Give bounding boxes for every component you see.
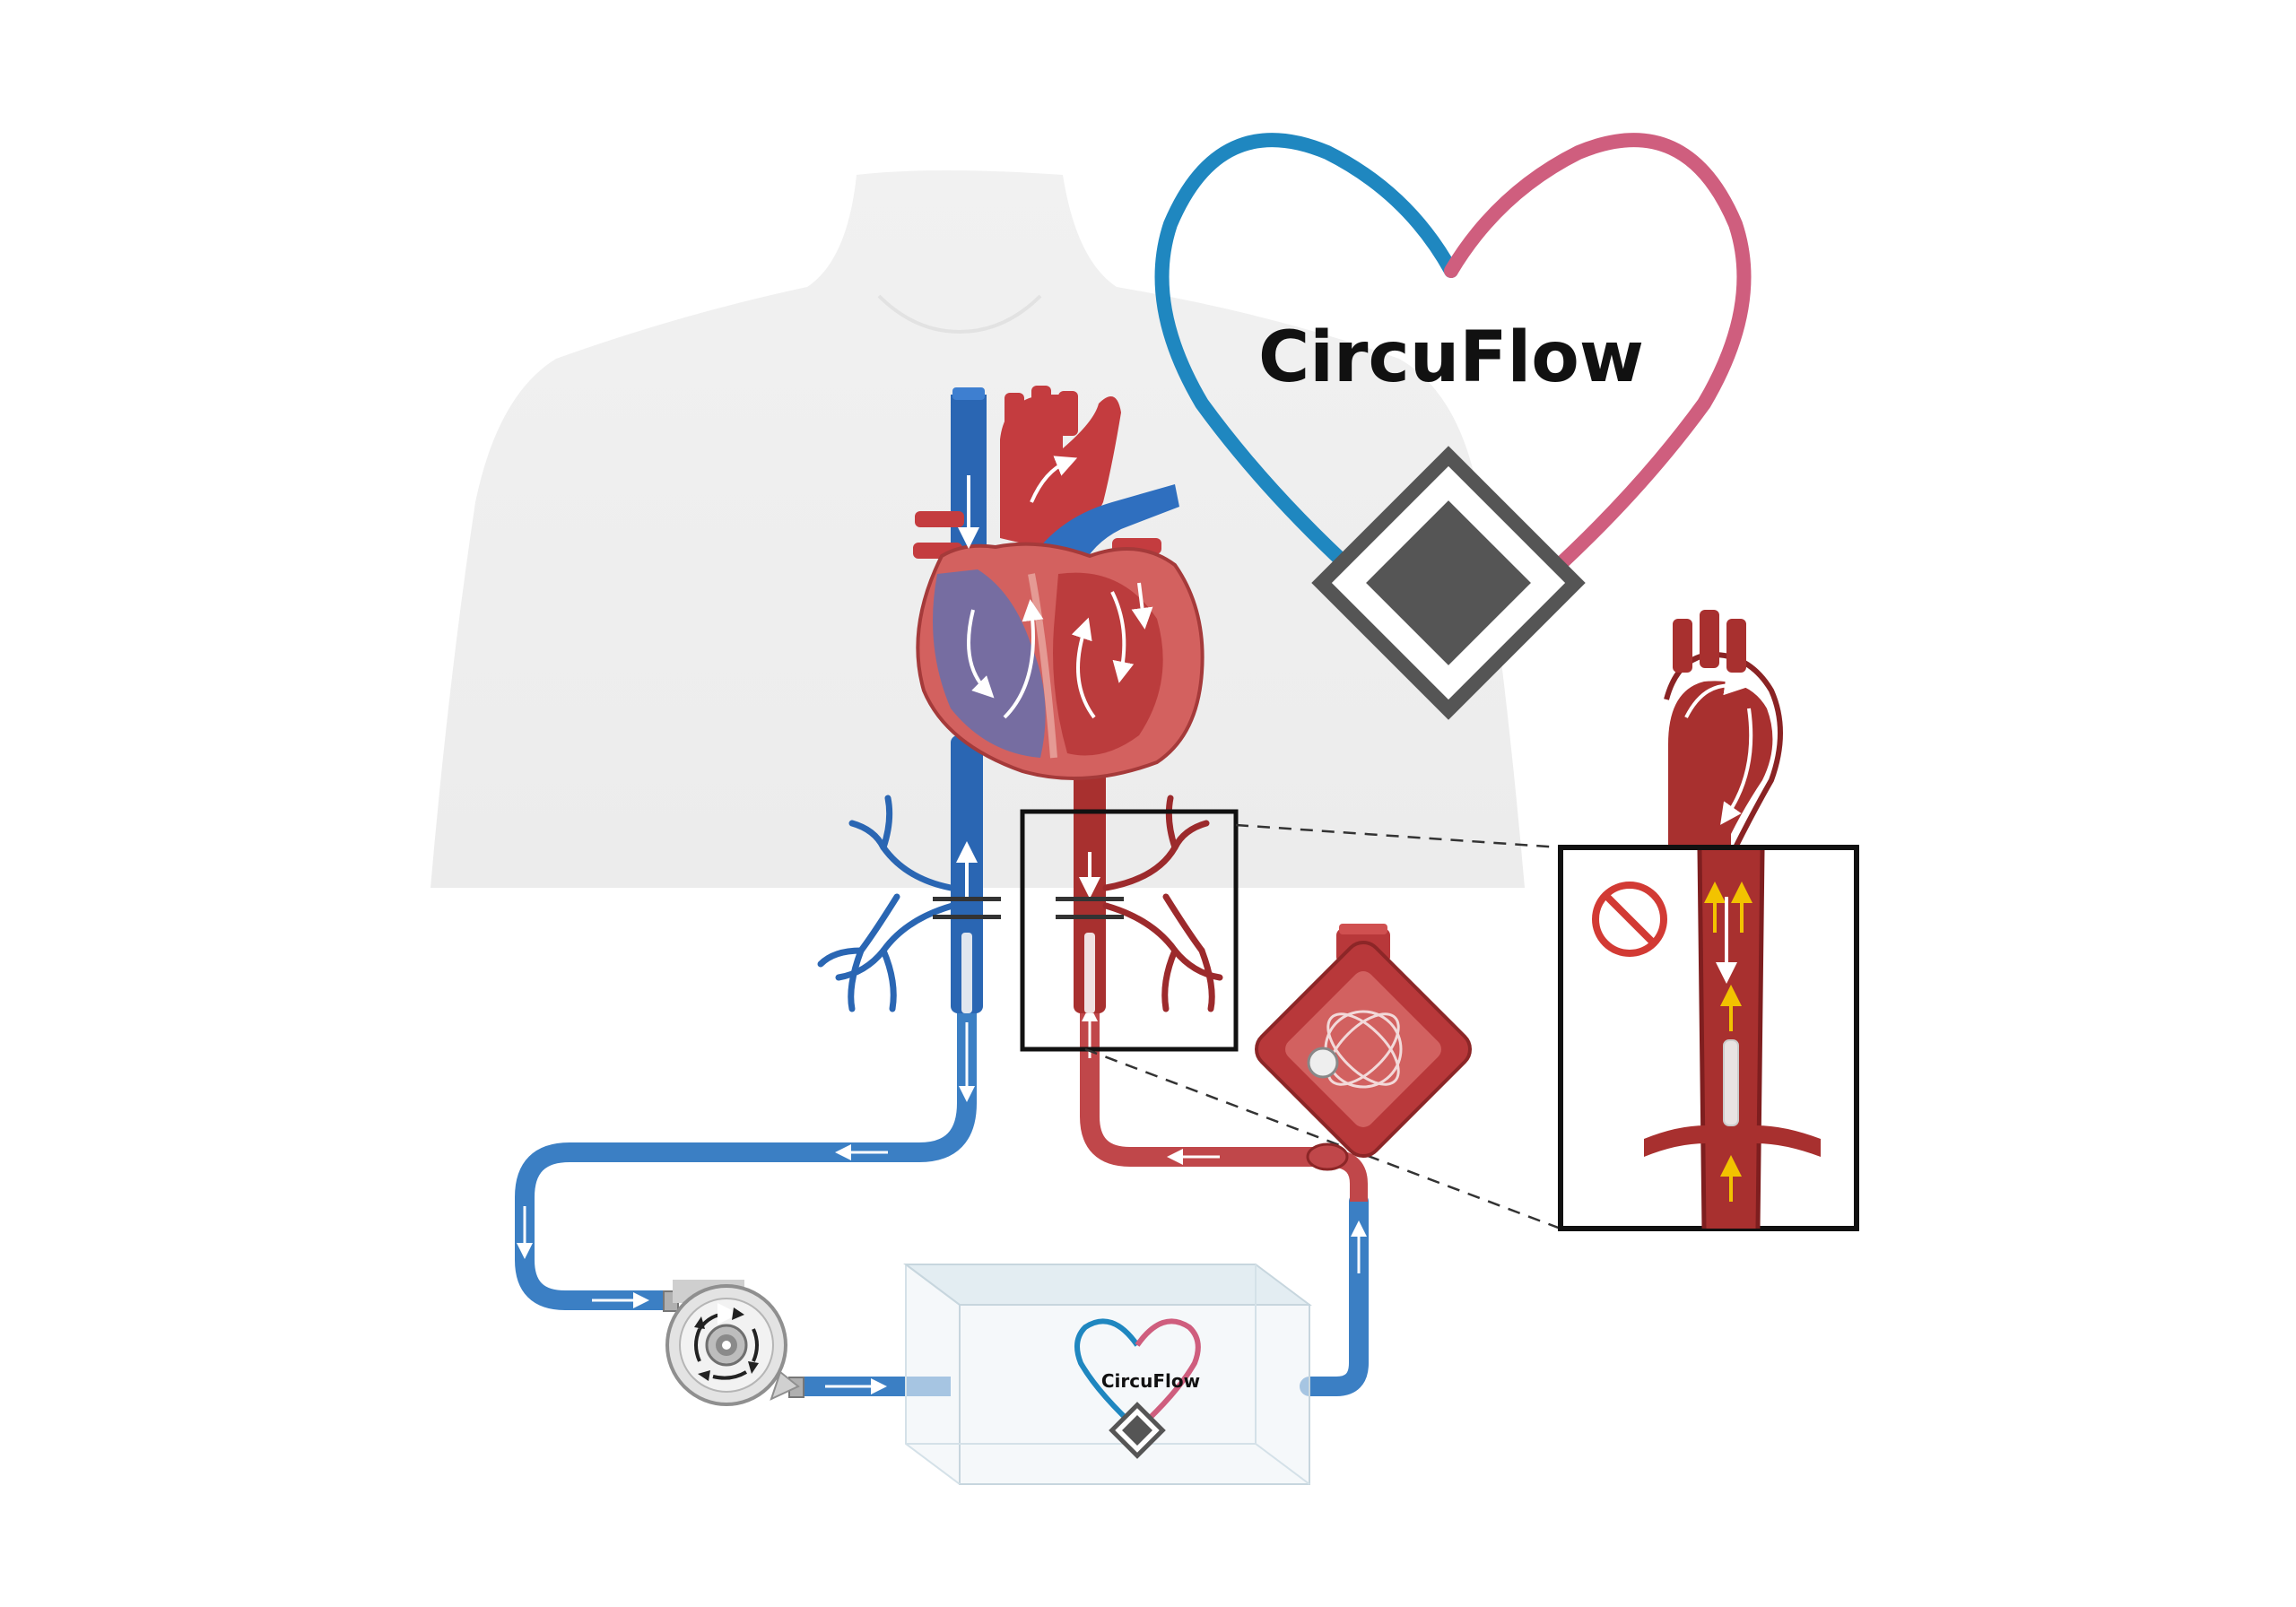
circuflow-logo: CircuFlow <box>1154 133 1752 720</box>
device-housing-box <box>903 1264 1312 1485</box>
zoom-lines <box>1084 823 1561 1230</box>
heart-anatomy <box>913 386 1205 780</box>
aorta-zoom-inset <box>1558 610 1859 1231</box>
small-circuflow-logo: CircuFlow <box>1074 1318 1201 1459</box>
oxygenator-icon <box>1255 924 1472 1171</box>
aorta-vessel <box>1074 771 1223 1013</box>
logo-text: CircuFlow <box>1258 317 1644 398</box>
vessel-clamps <box>933 897 1124 919</box>
vena-cava-vessel <box>817 735 983 1013</box>
small-logo-text: CircuFlow <box>1101 1370 1200 1392</box>
zoom-source-box <box>1020 809 1239 1052</box>
diamond-logo-mark <box>1311 446 1586 720</box>
centrifugal-pump-icon <box>663 1280 804 1406</box>
no-sign-icon <box>1592 882 1667 957</box>
